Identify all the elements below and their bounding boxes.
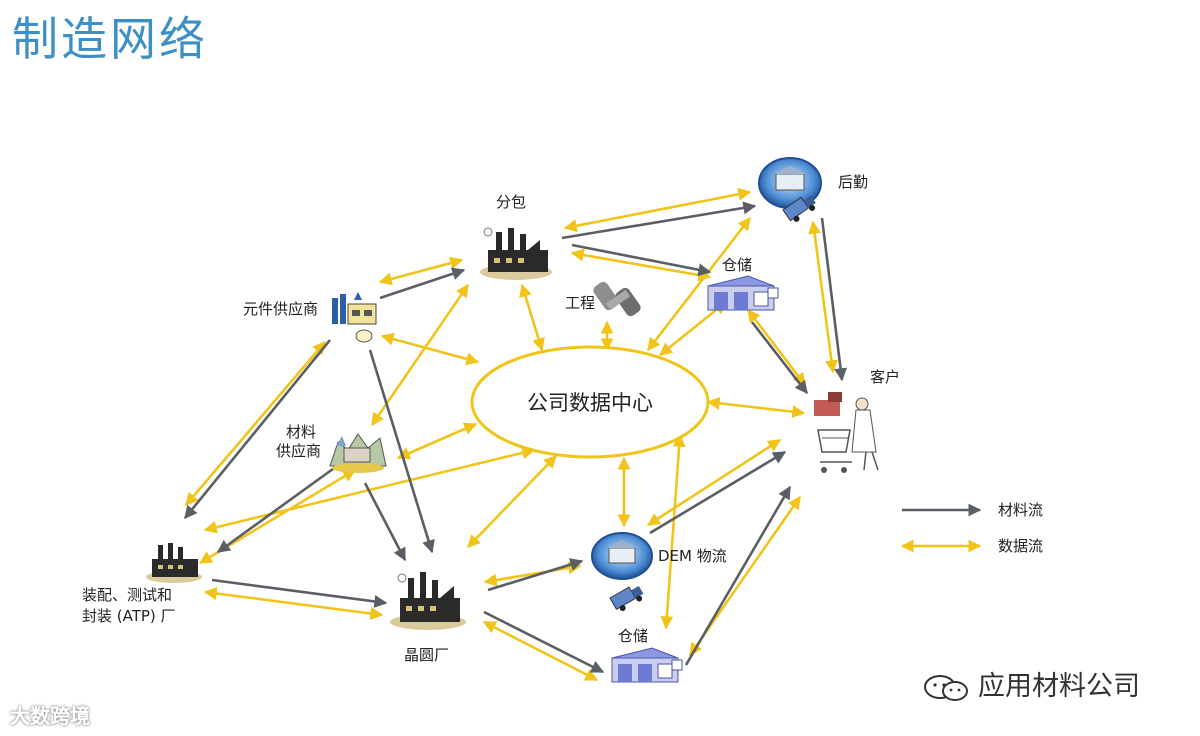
warehouse-top-node: 仓储 (708, 256, 778, 310)
data-flow-arrow (813, 222, 833, 372)
legend: 材料流 数据流 (902, 501, 1043, 555)
truck-icon (610, 583, 646, 614)
data-flow-arrow (708, 402, 804, 413)
subcontract-node: 分包 (480, 193, 552, 280)
logistics-label: 后勤 (838, 173, 868, 191)
material-flow-arrow (686, 487, 790, 665)
material-supplier-label-line1: 材料 (286, 423, 316, 441)
oem-logistics-node: DEM 物流 (592, 533, 727, 614)
data-flow-arrow (572, 253, 710, 277)
atp-label-line2: 封装 (ATP) 厂 (82, 607, 176, 625)
fab-node: 晶圆厂 (390, 572, 466, 664)
warehouse-top-label: 仓储 (722, 256, 752, 274)
material-flow-arrow (650, 452, 785, 533)
factory-icon (480, 228, 552, 280)
shopper-icon (814, 392, 878, 473)
data-flow-arrow (205, 592, 382, 615)
data-flow-arrow (380, 260, 462, 282)
material-supplier-label-line2: 供应商 (276, 442, 321, 460)
atp-node: 装配、测试和 封装 (ATP) 厂 (82, 543, 202, 625)
watermark-left: 大数跨境 (10, 700, 90, 729)
component-supplier-label: 元件供应商 (243, 300, 318, 318)
factory-icon (390, 572, 466, 630)
data-flow-arrow (468, 456, 556, 547)
fab-label: 晶圆厂 (404, 646, 449, 664)
wechat-icon (922, 673, 972, 703)
warehouse-bottom-node: 仓储 (612, 627, 682, 682)
logistics-node: 后勤 (759, 158, 868, 225)
component-supplier-icon (332, 292, 376, 342)
data-flow-arrow (648, 440, 780, 525)
subcontract-label: 分包 (496, 193, 526, 211)
customer-label: 客户 (870, 368, 900, 386)
legend-material-label: 材料流 (998, 501, 1043, 519)
material-flow-arrow (488, 561, 582, 590)
material-flow-arrow (212, 580, 386, 603)
legend-data-label: 数据流 (998, 537, 1043, 555)
data-flow-arrow (484, 622, 597, 680)
material-flow-arrow (380, 270, 464, 298)
atp-label-line1: 装配、测试和 (82, 586, 172, 604)
warehouse-bottom-label: 仓储 (618, 627, 648, 645)
engineering-tool-icon (591, 280, 642, 318)
data-flow-arrow (666, 435, 680, 628)
engineering-node: 工程 (565, 280, 643, 318)
data-flow-arrow (522, 285, 542, 350)
component-supplier-node: 元件供应商 (243, 292, 376, 342)
data-flow-arrow (398, 424, 476, 458)
material-flow-arrow (752, 322, 807, 393)
customer-node: 客户 (814, 368, 900, 473)
material-flow-arrow (365, 483, 405, 560)
material-supplier-node: 材料 供应商 (276, 423, 386, 473)
warehouse-globe-icon (592, 533, 652, 579)
data-flow-arrow (748, 310, 805, 385)
data-center-hub: 公司数据中心 (472, 347, 708, 457)
warehouse-icon (612, 648, 682, 682)
factory-icon (146, 543, 202, 583)
material-flow-arrow (572, 245, 710, 272)
material-flow-arrow (484, 612, 603, 672)
hub-label: 公司数据中心 (527, 391, 653, 415)
engineering-label: 工程 (565, 294, 595, 312)
watermark-right: 应用材料公司 (922, 664, 1140, 703)
data-flow-arrow (485, 566, 580, 582)
oem-logistics-label: DEM 物流 (658, 547, 727, 565)
watermark-right-text: 应用材料公司 (978, 671, 1140, 702)
material-supplier-icon (330, 434, 386, 473)
warehouse-icon (708, 276, 778, 310)
